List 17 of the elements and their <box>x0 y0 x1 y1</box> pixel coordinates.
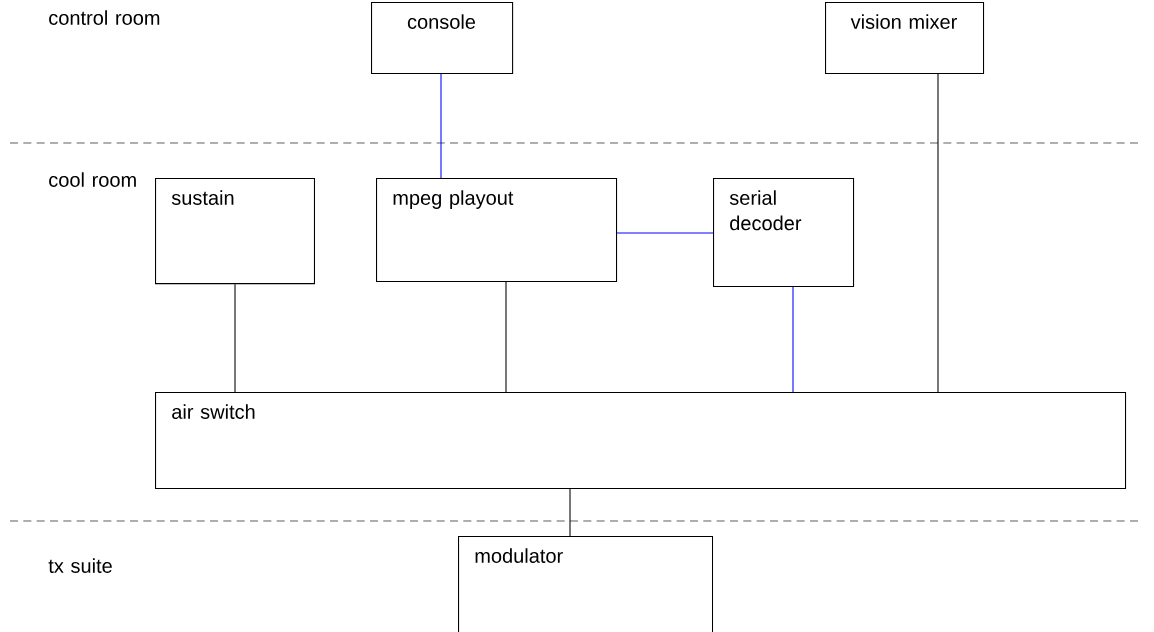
connector-line <box>569 488 571 537</box>
process-box: mpeg playout <box>376 178 618 282</box>
process-box: vision mixer <box>825 2 985 74</box>
region-label: cool room <box>49 172 136 187</box>
connector-line <box>792 286 794 393</box>
process-box: console <box>371 2 514 74</box>
region-label: control room <box>49 10 160 25</box>
process-box: serial decoder <box>713 178 855 288</box>
connector-line <box>616 232 714 234</box>
process-box: sustain <box>155 178 315 285</box>
connector-line <box>234 283 236 393</box>
connector-line <box>505 281 507 393</box>
process-box: air switch <box>155 392 1127 490</box>
process-box: modulator <box>458 536 714 632</box>
region-label: tx suite <box>48 558 112 573</box>
connector-line <box>937 73 939 393</box>
connector-line <box>440 73 442 179</box>
